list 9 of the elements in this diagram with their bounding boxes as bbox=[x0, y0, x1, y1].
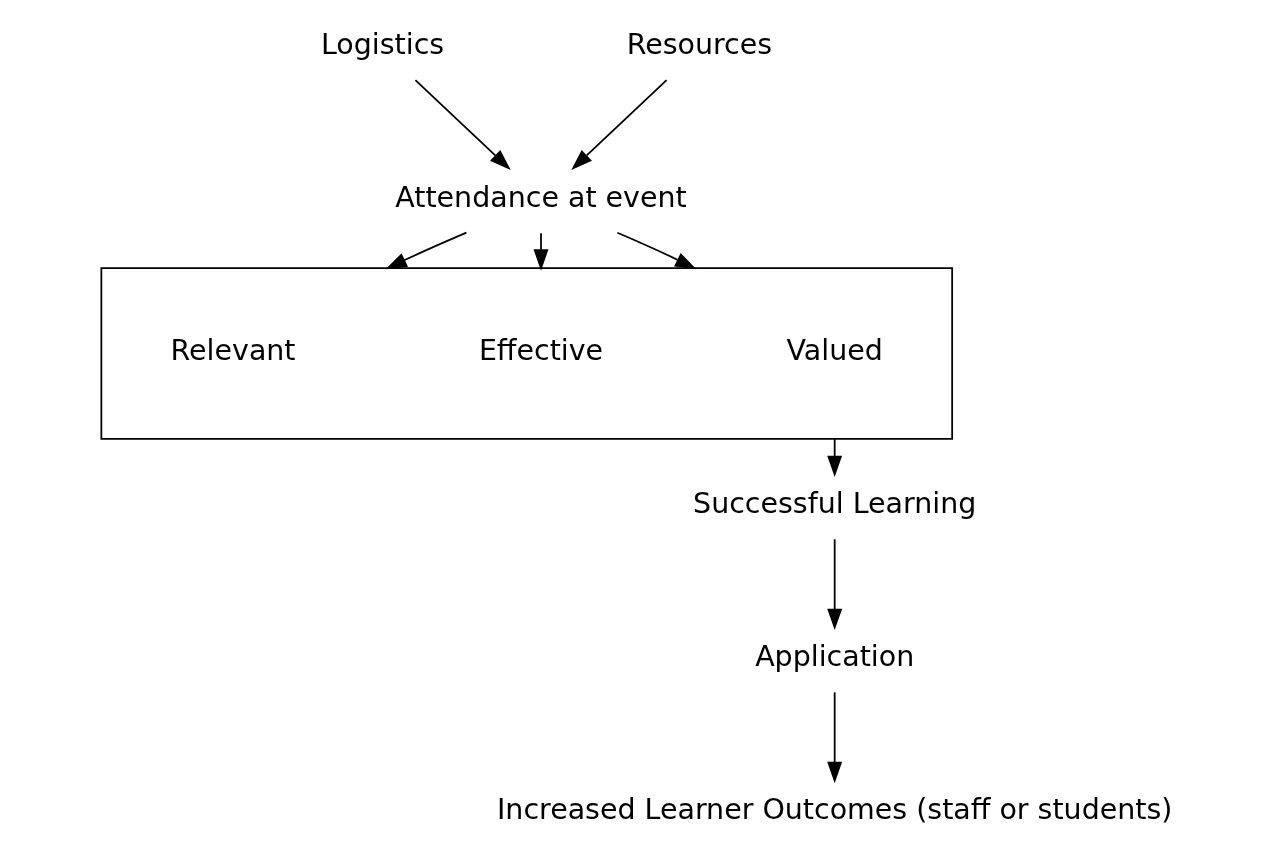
node-text: Increased Learner Outcomes (staff or students) bbox=[496, 793, 1173, 827]
node-text: Application bbox=[755, 640, 915, 674]
node-text: Resources bbox=[626, 28, 773, 62]
node-text: Attendance at event bbox=[395, 181, 687, 215]
node-text: Successful Learning bbox=[693, 487, 977, 521]
node-text: Effective bbox=[478, 334, 604, 368]
node-text: Relevant bbox=[170, 334, 296, 368]
node-text: Logistics bbox=[321, 28, 445, 62]
node-text: Valued bbox=[786, 334, 883, 368]
